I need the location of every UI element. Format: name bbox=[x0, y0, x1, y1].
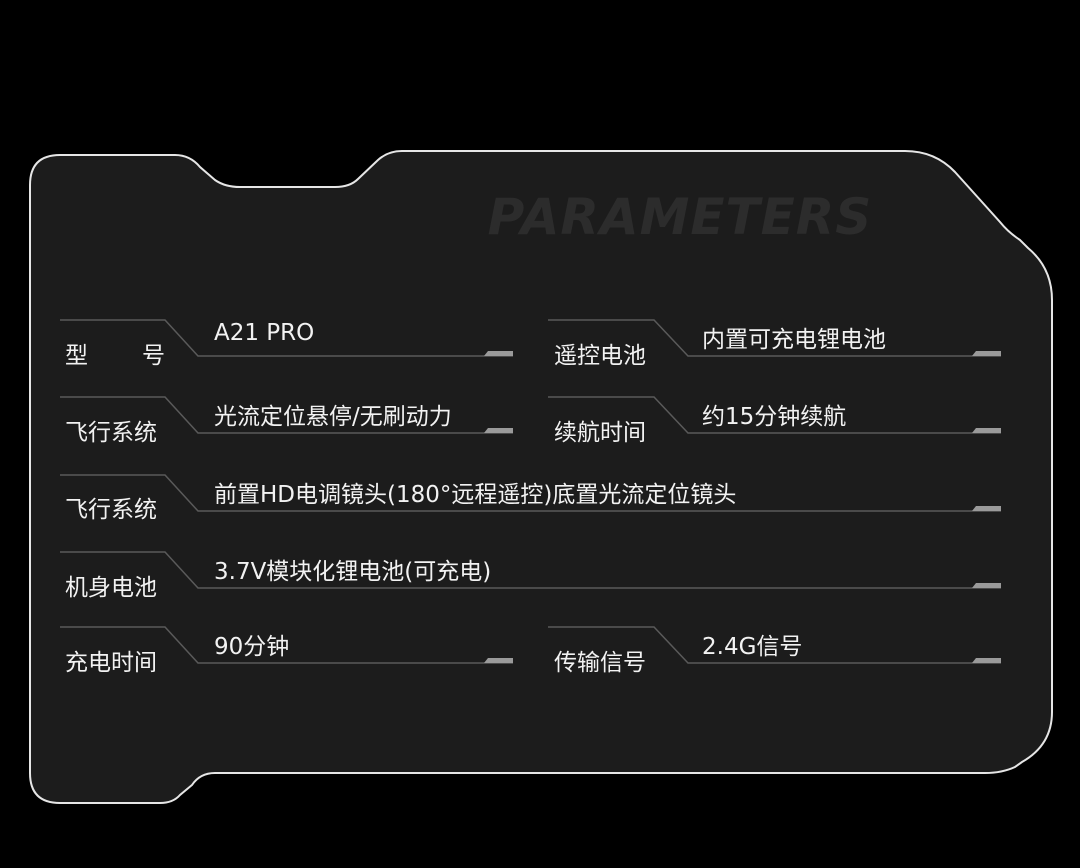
value-flight-system-2: 前置HD电调镜头(180°远程遥控)底置光流定位镜头 bbox=[214, 482, 737, 508]
accent-mark bbox=[972, 428, 1001, 433]
row-line-charge-time bbox=[60, 626, 513, 664]
value-endurance: 约15分钟续航 bbox=[702, 404, 847, 430]
label-flight-system-1: 飞行系统 bbox=[65, 420, 157, 446]
accent-mark bbox=[972, 351, 1001, 356]
value-model: A21 PRO bbox=[214, 320, 315, 346]
label-flight-system-2: 飞行系统 bbox=[65, 497, 157, 523]
label-model: 型号 bbox=[65, 343, 219, 369]
parameters-watermark: PARAMETERS bbox=[488, 190, 873, 246]
row-line-remote-battery bbox=[548, 319, 1001, 357]
value-charge-time: 90分钟 bbox=[214, 634, 290, 660]
accent-mark bbox=[484, 658, 513, 663]
row-line-flight-system-2 bbox=[60, 474, 1001, 512]
label-body-battery: 机身电池 bbox=[65, 575, 157, 601]
label-endurance: 续航时间 bbox=[554, 420, 646, 446]
value-signal: 2.4G信号 bbox=[702, 634, 803, 660]
accent-mark bbox=[972, 583, 1001, 588]
value-body-battery: 3.7V模块化锂电池(可充电) bbox=[214, 559, 492, 585]
label-charge-time: 充电时间 bbox=[65, 650, 157, 676]
accent-mark bbox=[972, 658, 1001, 663]
accent-mark bbox=[484, 351, 513, 356]
value-flight-system-1: 光流定位悬停/无刷动力 bbox=[214, 404, 452, 430]
row-line-model bbox=[60, 319, 513, 357]
label-signal: 传输信号 bbox=[554, 650, 646, 676]
accent-mark bbox=[972, 506, 1001, 511]
row-line-flight-system-1 bbox=[60, 396, 513, 434]
value-remote-battery: 内置可充电锂电池 bbox=[702, 327, 886, 353]
row-line-signal bbox=[548, 626, 1001, 664]
accent-mark bbox=[484, 428, 513, 433]
label-remote-battery: 遥控电池 bbox=[554, 343, 646, 369]
row-line-endurance bbox=[548, 396, 1001, 434]
watermark-text: PARAMETERS bbox=[488, 190, 873, 246]
row-line-body-battery bbox=[60, 551, 1001, 589]
